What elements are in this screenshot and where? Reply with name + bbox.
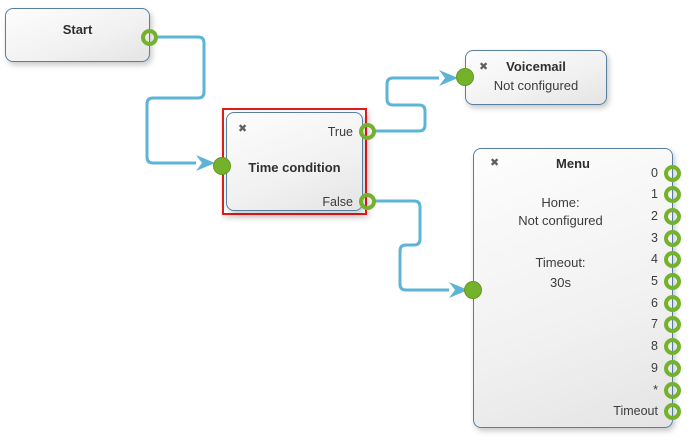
delete-icon[interactable]: ✖ (238, 123, 248, 135)
menu-output-port-star[interactable] (664, 381, 681, 399)
menu-port-label-6: 6 (651, 295, 658, 310)
menu-output-port-4[interactable] (664, 251, 681, 269)
menu-port-label-9: 9 (651, 360, 658, 375)
timecondition-input-port[interactable] (213, 157, 231, 175)
menu-node-title: Menu (556, 156, 590, 171)
menu-port-row: 6 (474, 294, 681, 312)
node-time-condition[interactable]: ✖ True Time condition False (226, 112, 363, 211)
start-output-port[interactable] (140, 28, 158, 46)
connection-start-to-timecondition (145, 35, 206, 165)
menu-output-port-1[interactable] (664, 186, 681, 204)
menu-port-label-0: 0 (651, 165, 658, 180)
start-node-title: Start (62, 22, 93, 37)
true-output-label: True (327, 125, 353, 139)
menu-port-row: 8 (474, 338, 681, 356)
timecondition-true-port[interactable] (358, 122, 376, 140)
menu-port-label-1: 1 (651, 187, 658, 202)
menu-port-row: 3 (474, 229, 681, 247)
timecondition-false-port[interactable] (358, 192, 376, 210)
menu-output-port-8[interactable] (664, 338, 681, 356)
menu-output-port-9[interactable] (664, 359, 681, 377)
delete-icon[interactable]: ✖ (490, 157, 500, 169)
menu-output-port-timeout[interactable] (664, 403, 681, 421)
node-menu[interactable]: ✖ Menu Home: Not configured Timeout: 30s… (473, 148, 681, 428)
menu-output-port-3[interactable] (664, 229, 681, 247)
menu-port-label-7: 7 (651, 317, 658, 332)
menu-output-port-5[interactable] (664, 273, 681, 290)
menu-input-port[interactable] (464, 281, 482, 299)
arrowhead-to-timecondition (196, 155, 215, 171)
node-voicemail[interactable]: ✖ Voicemail Not configured (465, 50, 607, 105)
menu-port-label-4: 4 (651, 252, 658, 267)
connection-false-to-menu (375, 199, 449, 292)
menu-port-row: 7 (474, 316, 681, 334)
arrowhead-to-menu (449, 282, 468, 298)
connection-true-to-voicemail (375, 76, 439, 133)
menu-output-port-7[interactable] (664, 316, 681, 334)
menu-home-label: Home: (541, 195, 580, 210)
menu-port-row: 9 (474, 359, 681, 377)
menu-port-label-3: 3 (651, 230, 658, 245)
voicemail-input-port[interactable] (456, 68, 474, 86)
menu-output-port-2[interactable] (664, 207, 681, 225)
menu-port-row: 1 (474, 186, 681, 204)
menu-output-port-0[interactable] (664, 164, 681, 182)
menu-port-label-star: * (653, 382, 658, 397)
menu-port-row: 5 (474, 273, 681, 290)
false-output-label: False (322, 195, 353, 209)
delete-icon[interactable]: ✖ (479, 61, 489, 73)
timecondition-node-title: Time condition (248, 160, 341, 175)
menu-timeout-value: 30s (550, 275, 571, 290)
voicemail-node-title: Voicemail (506, 59, 566, 74)
menu-port-label-5: 5 (651, 274, 658, 288)
menu-timeout-label: Timeout: (535, 255, 586, 270)
menu-home-value: Not configured (518, 213, 603, 228)
arrowhead-to-voicemail (439, 70, 458, 86)
menu-port-label-8: 8 (651, 339, 658, 354)
menu-port-label-timeout: Timeout (613, 404, 658, 419)
node-start[interactable]: Start (5, 8, 150, 62)
menu-port-row: 2 (474, 207, 681, 225)
menu-port-label-2: 2 (651, 208, 658, 223)
voicemail-status-text: Not configured (493, 78, 579, 93)
menu-port-row: * (474, 381, 681, 399)
menu-output-port-6[interactable] (664, 294, 681, 312)
menu-port-row: 4 (474, 251, 681, 269)
menu-port-row: 0 (474, 164, 681, 182)
menu-port-row: Timeout (474, 403, 681, 421)
